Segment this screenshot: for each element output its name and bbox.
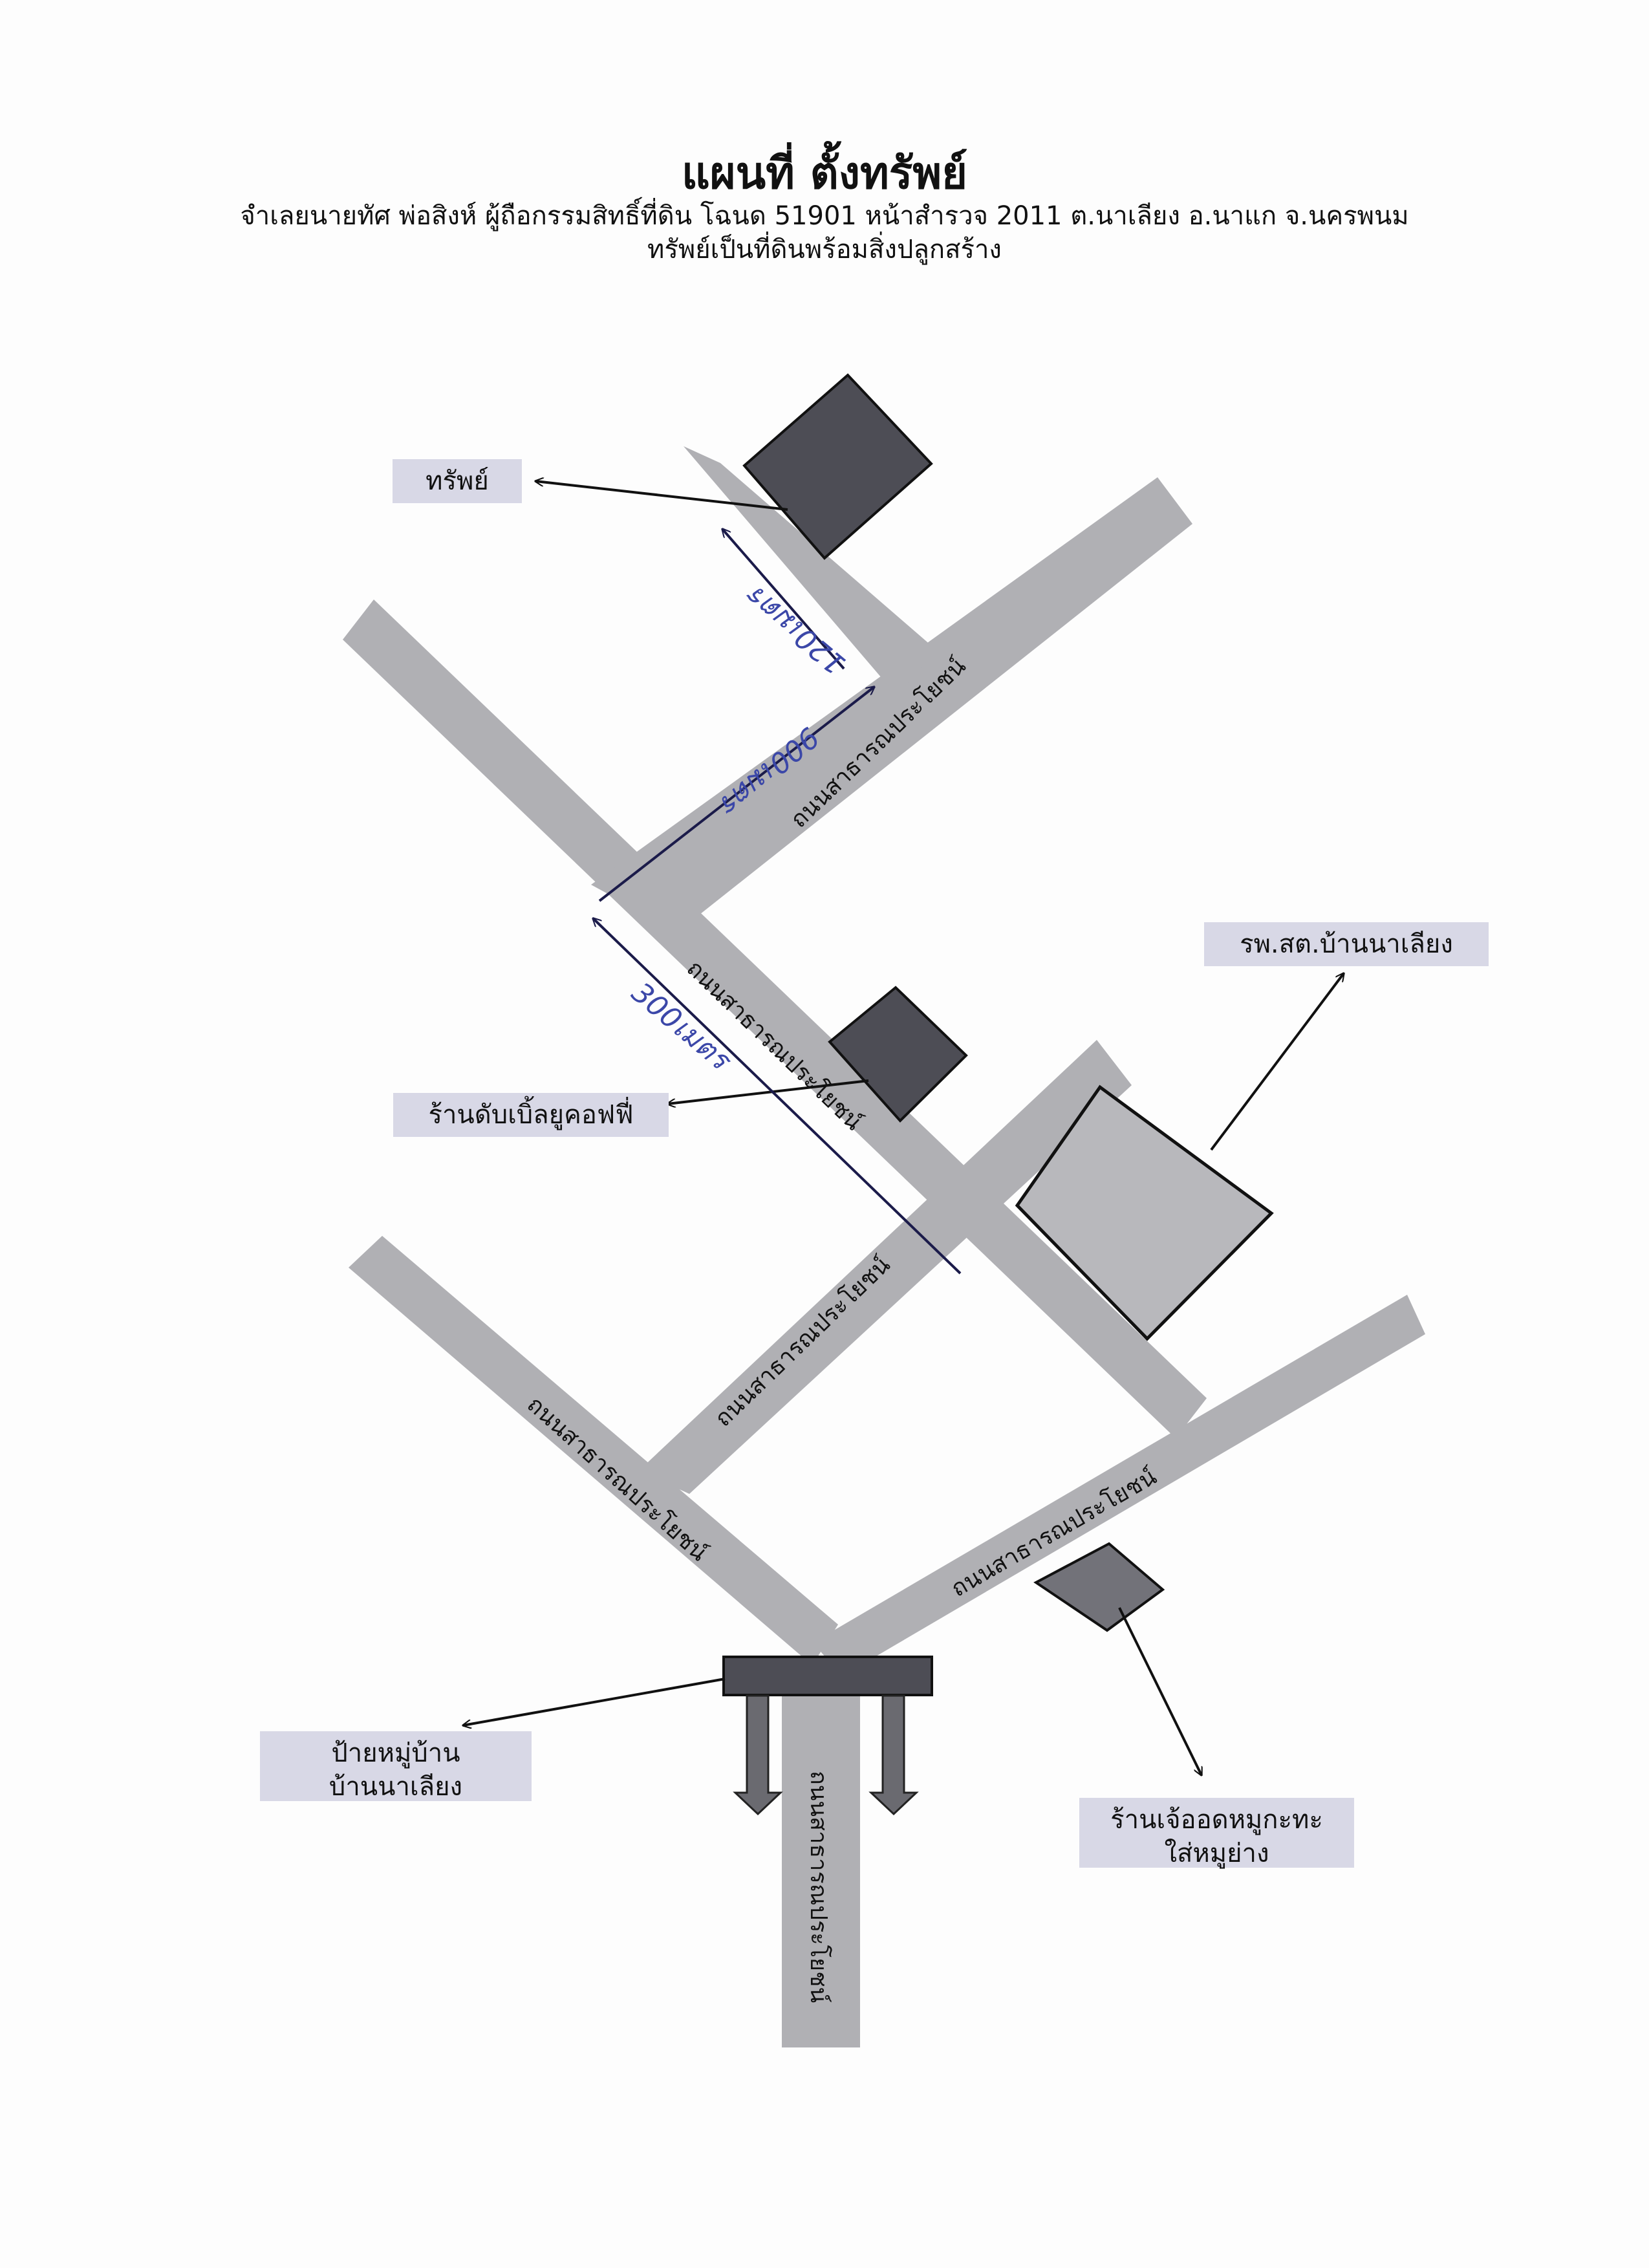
- bbq-shop-label-line2: ใส่หมูย่าง: [1164, 1839, 1269, 1868]
- coffee-shop-label: ร้านดับเบิ้ลยูคอฟฟี่: [428, 1100, 634, 1130]
- bbq-shop-building: [1033, 1542, 1165, 1632]
- road-property-spur: [684, 446, 936, 696]
- coffee-shop-building: [828, 986, 968, 1123]
- road-name-label-3: ถนนสาธารณประโยชน์: [709, 1251, 896, 1432]
- road-south-vertical: [782, 1657, 860, 2047]
- route-arrow-900m: [598, 687, 874, 902]
- health-center-label-box: รพ.สต.บ้านนาเลียง: [1204, 922, 1489, 966]
- property-type-line: ทรัพย์เป็นที่ดินพร้อมสิ่งปลูกสร้าง: [647, 235, 1002, 265]
- property-label-box: ทรัพย์: [393, 459, 522, 503]
- coffee-shop-leader-line: [667, 1079, 869, 1104]
- bbq-shop-label-box: ร้านเจ้ออดหมูกะทะ ใส่หมูย่าง: [1079, 1798, 1354, 1868]
- village-sign-bar: [722, 1656, 933, 1696]
- route-arrow-120m: [722, 529, 845, 670]
- bbq-shop-leader-line: [1118, 1607, 1203, 1775]
- property-leader-line: [535, 481, 788, 511]
- road-upper-right-branch: [591, 477, 1192, 932]
- health-center-leader-line: [1210, 973, 1344, 1151]
- property-label: ทรัพย์: [426, 466, 489, 496]
- route-arrow-300m: [593, 918, 962, 1275]
- village-sign-label-line2: บ้านนาเลียง: [329, 1772, 463, 1802]
- bbq-shop-label-line1: ร้านเจ้ออดหมูกะทะ: [1110, 1805, 1323, 1835]
- village-sign-right-leg-arrow: [868, 1694, 919, 1816]
- village-sign-label-line1: ป้ายหมู่บ้าน: [331, 1738, 460, 1768]
- road-lower-right-branch: [813, 1295, 1425, 1676]
- road-name-label-6: ถนนสาธารณประโยชน์: [805, 1771, 832, 2003]
- page-title: แผนที่ ตั้งทรัพย์: [681, 148, 968, 199]
- owner-deed-line: จำเลยนายทัศ พ่อสิงห์ ผู้ถือกรรมสิทธิ์ที่…: [240, 201, 1409, 232]
- map-header: แผนที่ ตั้งทรัพย์ จำเลยนายทัศ พ่อสิงห์ ผ…: [0, 148, 1649, 266]
- village-sign-label-box: ป้ายหมู่บ้าน บ้านนาเลียง: [260, 1731, 532, 1802]
- road-lower-left-branch: [349, 1236, 838, 1665]
- health-center-label: รพ.สต.บ้านนาเลียง: [1240, 929, 1453, 959]
- property-building: [742, 373, 933, 560]
- health-center-building: [1015, 1085, 1274, 1341]
- village-sign-left-leg-arrow: [733, 1694, 783, 1816]
- coffee-shop-label-box: ร้านดับเบิ้ลยูคอฟฟี่: [393, 1093, 669, 1137]
- road-middle-connector: [639, 1040, 1132, 1494]
- village-sign-leader-line: [463, 1678, 726, 1725]
- road-main-diagonal: [343, 599, 1207, 1438]
